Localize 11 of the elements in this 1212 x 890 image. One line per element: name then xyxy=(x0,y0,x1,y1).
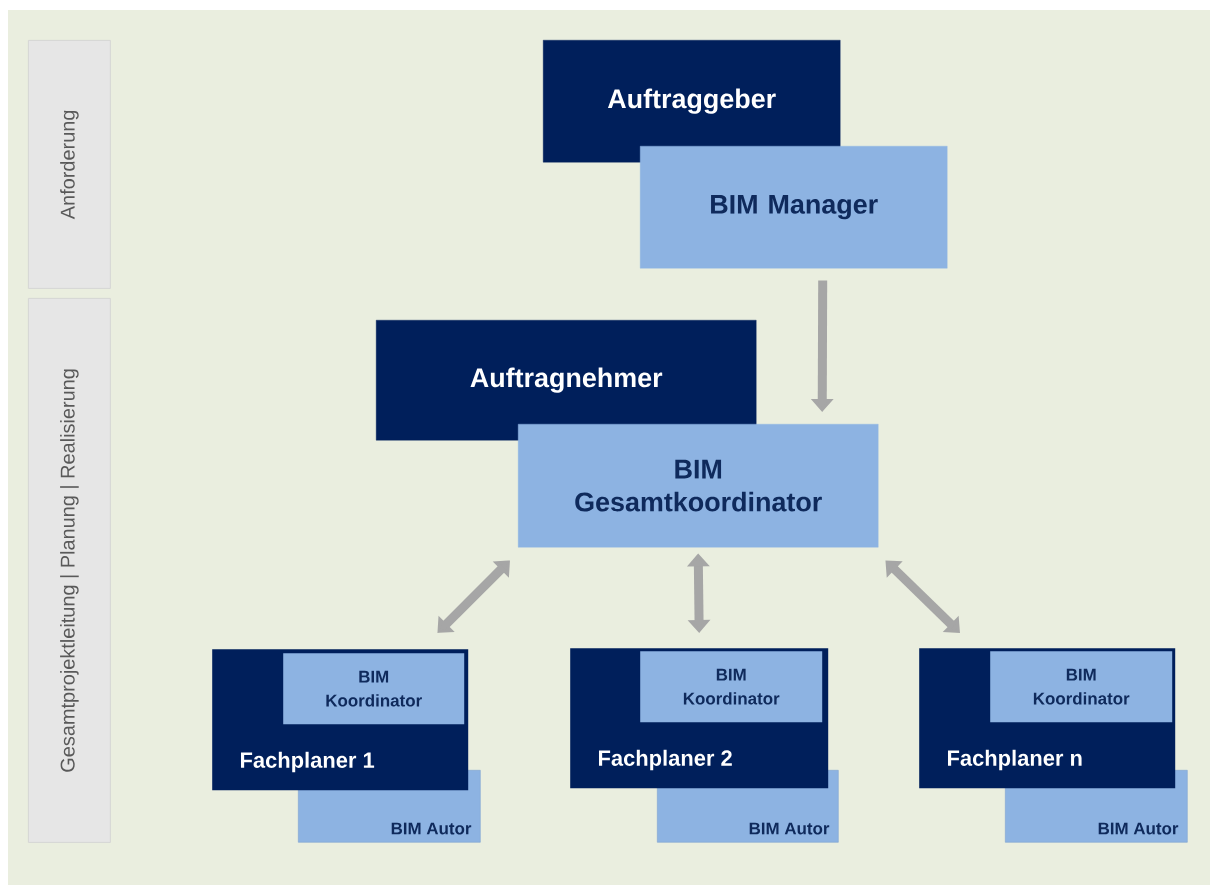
role-box: BIM Manager xyxy=(640,146,948,269)
phase-band: Anforderung xyxy=(28,40,111,289)
coordinator-box: BIM Koordinator xyxy=(283,653,465,725)
coordinator-box: BIM Koordinator xyxy=(640,651,823,723)
arrow xyxy=(437,560,510,633)
role-box: Auftragnehmer xyxy=(376,320,757,441)
coordinator-box: BIM Koordinator xyxy=(990,651,1173,723)
role-box: BIM Gesamtkoordinator xyxy=(518,424,879,548)
role-box: Auftraggeber xyxy=(543,40,841,163)
arrow xyxy=(885,560,960,633)
phase-band: Gesamtprojektleitung | Planung | Realisierung xyxy=(28,298,111,843)
